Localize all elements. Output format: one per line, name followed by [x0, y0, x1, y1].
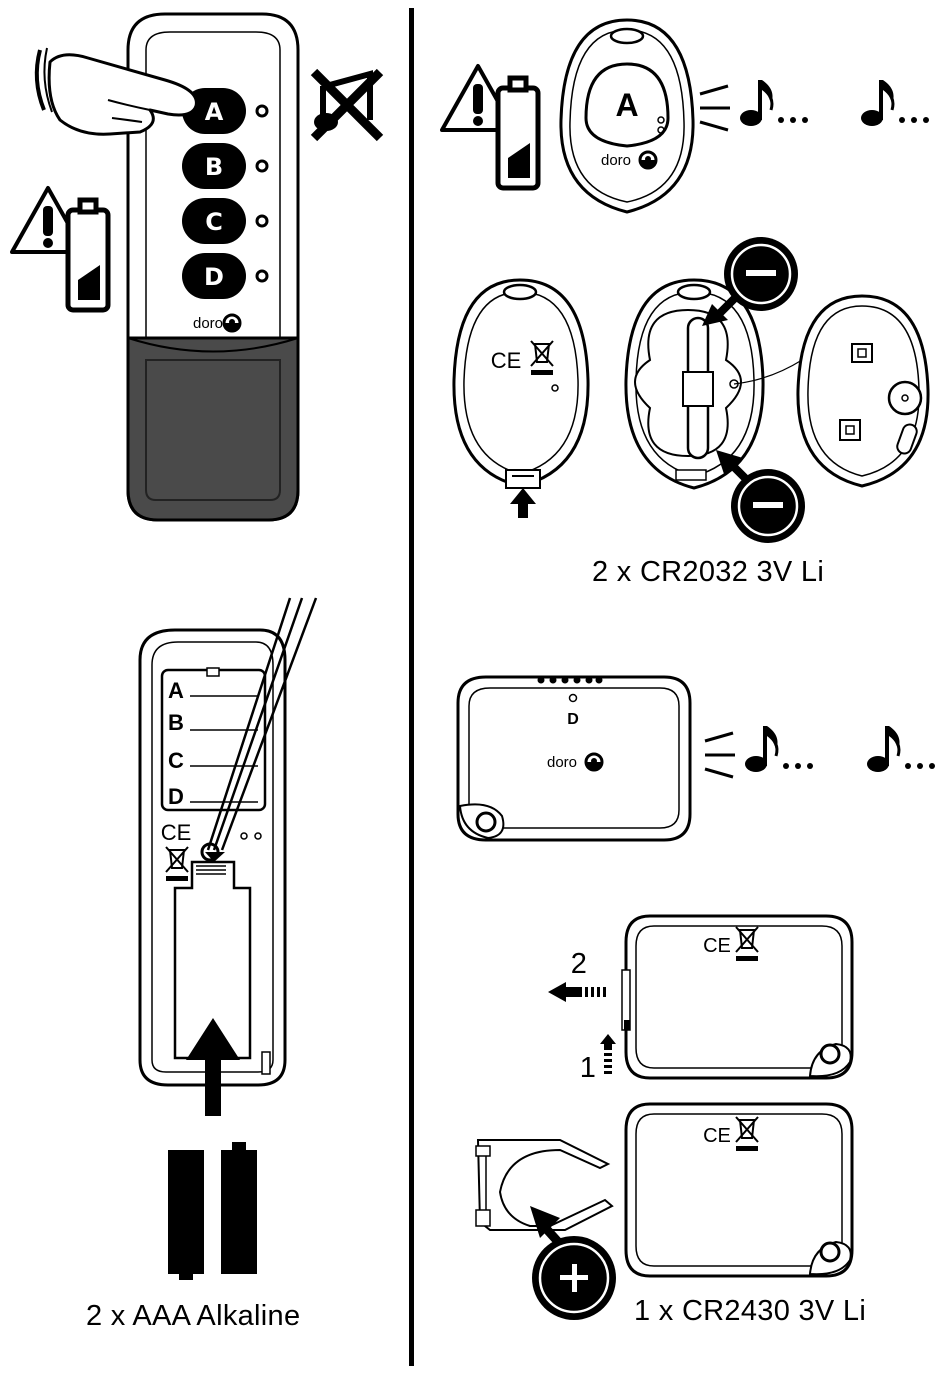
sensor-battery-caption: 1 x CR2430 3V Li [634, 1295, 866, 1328]
press-up-arrow-icon [600, 1034, 616, 1074]
label-row-d: D [168, 784, 184, 809]
sensor-back-cover-open: CE [626, 1104, 852, 1276]
ce-mark-icon: CE [703, 1125, 731, 1147]
sound-rays-icon [700, 86, 730, 130]
music-note-icon [740, 80, 808, 126]
music-note-icon [745, 726, 813, 772]
music-note-icon [867, 726, 935, 772]
remote-button-d-label: D [204, 263, 224, 291]
sensor-back-cover: CE [622, 916, 852, 1078]
remote-button-a-label: A [205, 98, 224, 126]
pendant-inner-housing [798, 296, 928, 486]
remote-button-c-label: C [205, 208, 223, 236]
battery-warning-icon [442, 66, 538, 188]
step-1-label: 1 [580, 1052, 596, 1084]
slide-left-arrow-icon [548, 982, 606, 1002]
battery-warning-icon [12, 188, 108, 310]
door-sensor: D doro [458, 677, 690, 841]
ce-mark-icon: CE [491, 348, 522, 373]
step-2-label: 2 [571, 948, 587, 980]
remote-brand-logo: doro [193, 315, 223, 332]
push-up-arrow-icon [510, 488, 536, 518]
label-row-a: A [168, 678, 184, 703]
pendant-alarm: A doro [561, 20, 693, 212]
pendant-button-label: A [615, 87, 638, 123]
no-sound-icon [314, 72, 380, 138]
pendant-back-cover: CE [454, 280, 588, 488]
remote-button-b-label: B [205, 153, 223, 181]
sound-rays-icon [705, 733, 735, 777]
pendant-brand-logo: doro [601, 152, 631, 169]
sensor-brand-logo: doro [547, 754, 577, 771]
battery-negative-icon [716, 450, 805, 543]
aaa-batteries-icon [168, 1142, 257, 1280]
ce-mark-icon: CE [703, 935, 731, 957]
sensor-letter: D [567, 711, 579, 728]
music-note-icon [861, 80, 929, 126]
pendant-battery-caption: 2 x CR2032 3V Li [592, 556, 824, 589]
remote-battery-caption: 2 x AAA Alkaline [86, 1300, 300, 1333]
panel-divider [409, 8, 414, 1366]
ce-mark-icon: CE [161, 820, 192, 845]
label-row-c: C [168, 748, 184, 773]
label-row-b: B [168, 710, 184, 735]
